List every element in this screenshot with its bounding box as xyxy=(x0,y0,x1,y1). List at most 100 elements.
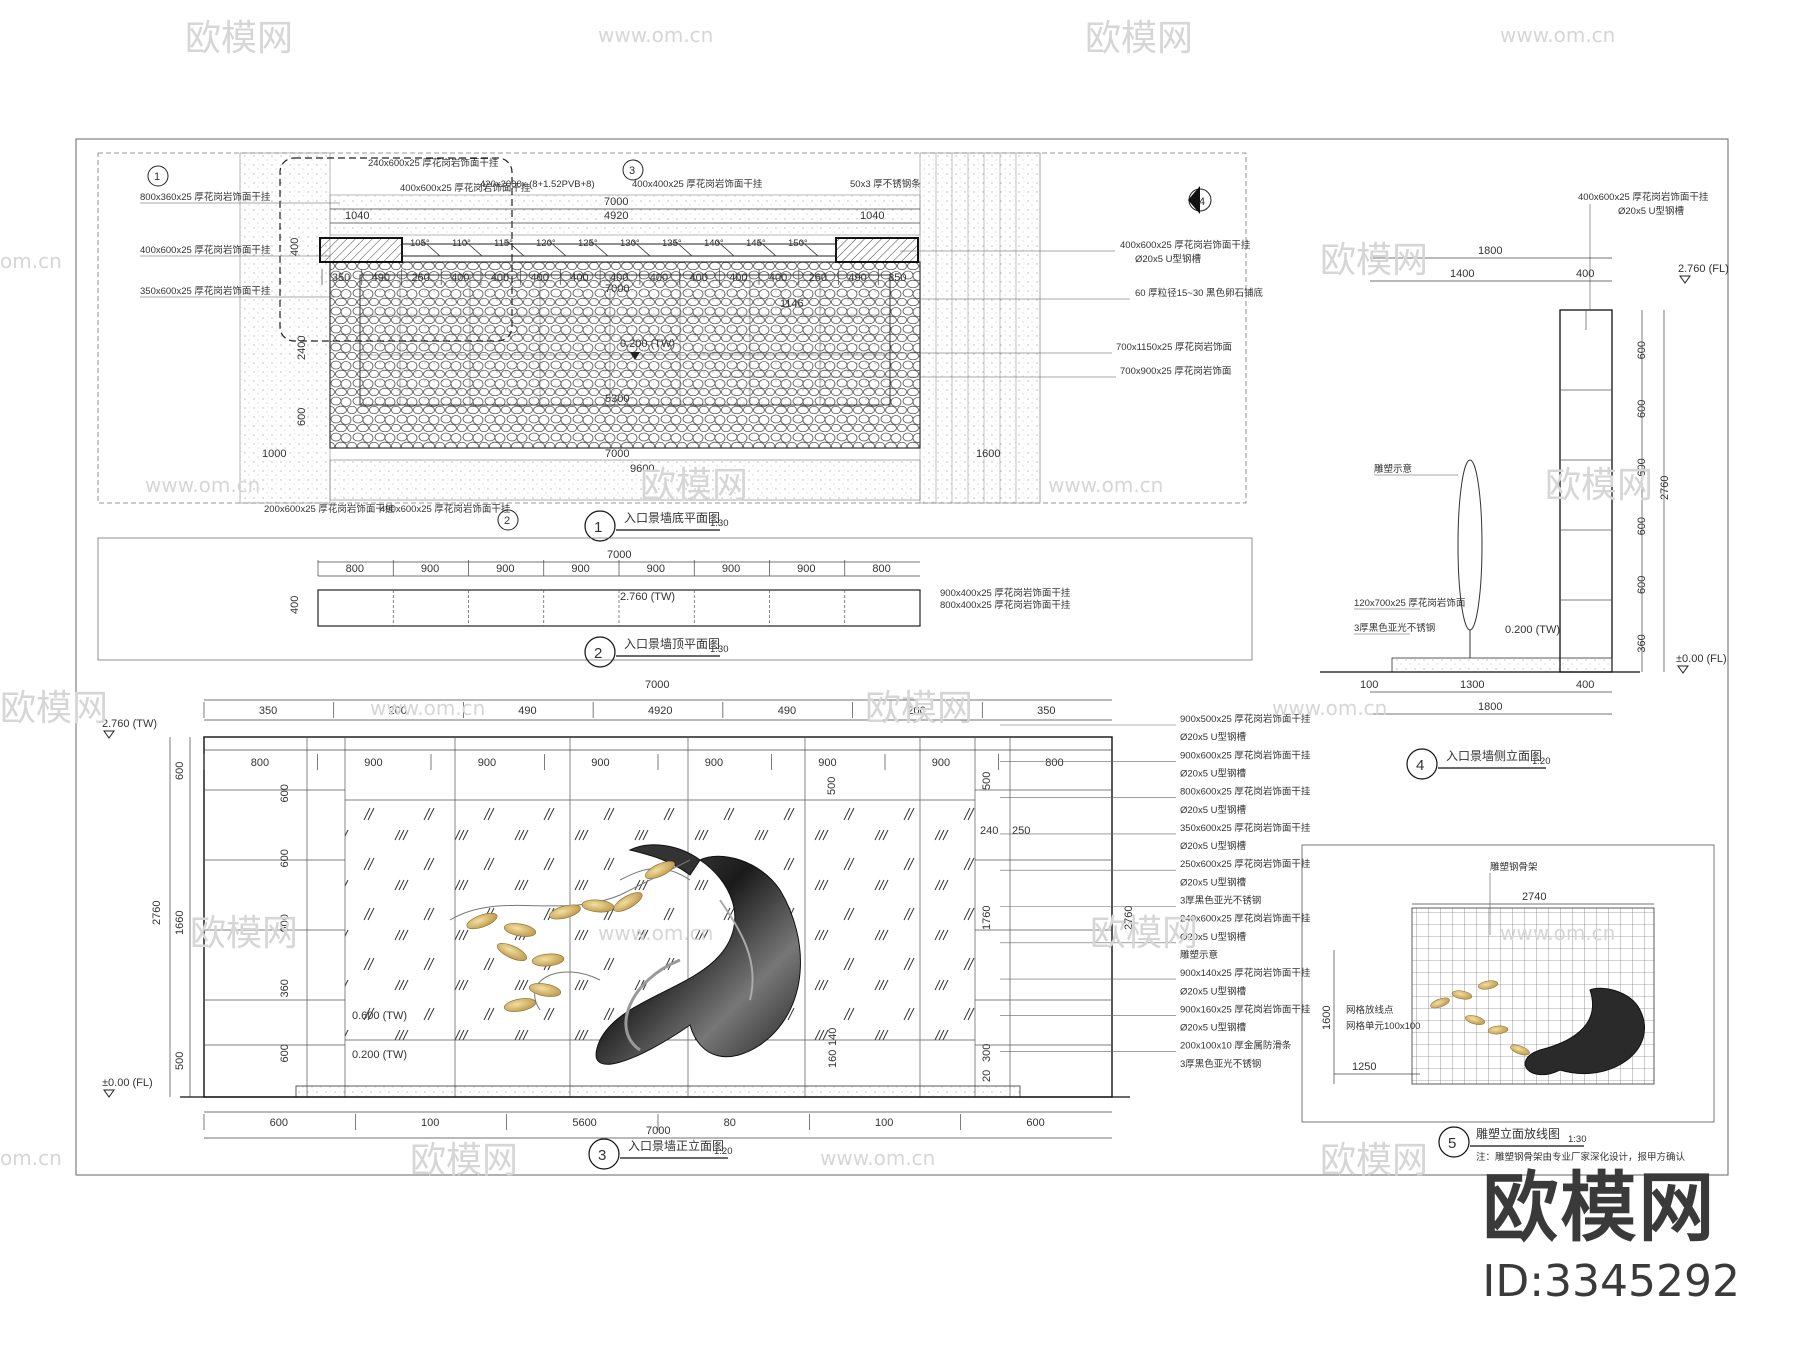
plan-angle-stroke xyxy=(757,239,777,257)
golden-leaf xyxy=(531,953,565,967)
grid-sculpture xyxy=(1524,987,1646,1076)
drawing-3-title-block: 3 入口景墙正立面图 1:20 xyxy=(588,1138,733,1170)
drawing-4-title-block: 4 入口景墙侧立面图 1:20 xyxy=(1406,748,1551,780)
elev-inner-left-dim: 600 xyxy=(279,914,291,932)
section-mark-4: 4 xyxy=(1188,186,1212,214)
watermark-logo: 欧模网 xyxy=(190,913,298,954)
golden-leaf xyxy=(466,912,498,930)
elev-top2-dim: 900 xyxy=(478,757,496,769)
watermark-logo: 欧模网 xyxy=(1085,18,1193,59)
label-240x600: 240x600x25 厚花岗岩饰面干挂 xyxy=(368,157,499,169)
side-dim-1300: 1300 xyxy=(1460,679,1484,691)
top-plan-dim: 900 xyxy=(571,563,589,575)
watermark-logo: 欧模网 xyxy=(640,465,748,506)
plan-angle-label: 115° xyxy=(494,238,513,249)
grid-dim-1600: 1600 xyxy=(1321,1006,1333,1030)
top-plan-side: 400 xyxy=(289,596,301,614)
brand-logo: 欧模网 xyxy=(1482,1163,1717,1252)
watermark-url: www.om.cn xyxy=(1500,921,1615,945)
elev-level-000: ±0.00 (FL) xyxy=(102,1077,153,1089)
watermark-url: www.om.cn xyxy=(598,921,713,945)
elev-inner-right-140: 140 xyxy=(827,1028,839,1046)
dim-7000-bottom: 7000 xyxy=(605,448,629,460)
svg-text:4: 4 xyxy=(1199,196,1205,208)
label-400x600-left: 400x600x25 厚花岗岩饰面干挂 xyxy=(140,244,271,256)
elev-inner-right-300: 300 xyxy=(981,1044,993,1062)
svg-text:3: 3 xyxy=(629,165,635,177)
top-plan-dim: 900 xyxy=(496,563,514,575)
plan-angle-label: 130° xyxy=(620,238,640,249)
plan-angle-stroke xyxy=(589,239,609,257)
grid-golden-leaves xyxy=(1430,980,1530,1056)
side-dim-100: 100 xyxy=(1360,679,1378,691)
watermark-logo: 欧模网 xyxy=(865,688,973,729)
plan-row-dim: 400 xyxy=(451,272,469,284)
elev-material-label: 900x500x25 厚花岗岩饰面干挂 xyxy=(1180,713,1311,725)
plan-row-dim: 260 xyxy=(809,272,827,284)
side-level-0200: 0.200 (TW) xyxy=(1505,624,1560,636)
top-label-900x400: 900x400x25 厚花岗岩饰面干挂 xyxy=(940,587,1071,599)
watermark-url: www.om.cn xyxy=(1500,23,1615,47)
paving-joints-right xyxy=(935,153,1041,503)
watermark-url: www.om.cn xyxy=(598,23,713,47)
elev-material-label: Ø20x5 U型钢槽 xyxy=(1180,731,1246,743)
elev-inner-right-160: 160 xyxy=(827,1050,839,1068)
grid-dim-2740: 2740 xyxy=(1522,891,1546,903)
plan-angle-stroke xyxy=(715,239,735,257)
paving-bottom xyxy=(329,459,921,501)
elev-level-0200: 0.200 (TW) xyxy=(352,1049,407,1061)
elev-material-label: Ø20x5 U型钢槽 xyxy=(1180,985,1246,997)
brand-block: 欧模网 ID:3345292 xyxy=(1482,1163,1740,1308)
brand-id: ID:3345292 xyxy=(1482,1256,1740,1307)
plan-row-dim: 400 xyxy=(531,272,549,284)
elev-inner-right-20: 20 xyxy=(981,1070,993,1082)
drawing-5-title-block: 5 雕塑立面放线图 1:30 注：雕塑钢骨架由专业厂家深化设计，报甲方确认 xyxy=(1438,1126,1686,1163)
grid-golden-leaf xyxy=(1510,1044,1530,1056)
section-mark-1: 1 xyxy=(147,165,169,187)
elev-top2-dim: 900 xyxy=(364,757,382,769)
side-level-2760: 2.760 (FL) xyxy=(1678,263,1729,275)
elev-top1-dim: 490 xyxy=(778,705,796,717)
side-dim-1400: 1400 xyxy=(1450,268,1474,280)
elev-bottom-dim: 100 xyxy=(875,1117,893,1129)
elev-inner-left-dim: 600 xyxy=(279,1044,291,1062)
elev-top1-dim: 490 xyxy=(518,705,536,717)
drawing-4-side-elevation: 400x600x25 厚花岗岩饰面干挂 Ø20x5 U型钢槽 1800 1400… xyxy=(1320,191,1729,780)
elev-bottom-dim: 600 xyxy=(270,1117,288,1129)
dim-9600: 9600 xyxy=(630,463,654,475)
elev-top2-dim: 900 xyxy=(818,757,836,769)
angle-labels: 105°110°115°120°125°130°135°140°145°150° xyxy=(410,238,819,257)
label-right-pebbles: 60 厚粒径15~30 黑色卵石铺底 xyxy=(1135,287,1264,299)
paving-right xyxy=(919,152,1041,504)
watermarks: 欧模网 欧模网 欧模网 欧模网 欧模网 欧模网 欧模网 欧模网 欧模网 欧模网 … xyxy=(0,18,1653,1181)
elev-material-label: 250x600x25 厚花岗岩饰面干挂 xyxy=(1180,858,1311,870)
golden-leaves xyxy=(466,861,676,1012)
detail-callout-box xyxy=(279,157,513,342)
plan-row-dim: 350 xyxy=(888,272,906,284)
plan-angle-label: 110° xyxy=(452,238,471,249)
label-490x600: 490x600x25 厚花岗岩饰面干挂 xyxy=(380,503,511,515)
elev-inner-right-2760: 2760 xyxy=(1123,906,1135,930)
watermark-logo: 欧模网 xyxy=(1545,465,1653,506)
section-mark-3: 3 xyxy=(622,159,644,181)
plan-angle-label: 150° xyxy=(788,238,808,249)
elevation-base-step xyxy=(295,1085,1021,1098)
grid-golden-leaf xyxy=(1465,1015,1485,1025)
elev-inner-left-dim: 600 xyxy=(279,849,291,867)
elev-top1-dim: 350 xyxy=(1037,705,1055,717)
label-glass: 420x2000x (8+1.52PVB+8) xyxy=(480,179,595,190)
watermark-url: www.om.cn xyxy=(1272,696,1387,720)
grid-golden-leaf xyxy=(1477,980,1499,990)
drawing-5-title: 雕塑立面放线图 xyxy=(1476,1126,1560,1141)
dim-1600: 1600 xyxy=(976,448,1000,460)
top-label-800x400: 800x400x25 厚花岗岩饰面干挂 xyxy=(940,599,1071,611)
grid-label-points: 网格放线点 xyxy=(1346,1004,1394,1016)
elev-dim-left-1660: 1660 xyxy=(174,911,186,935)
